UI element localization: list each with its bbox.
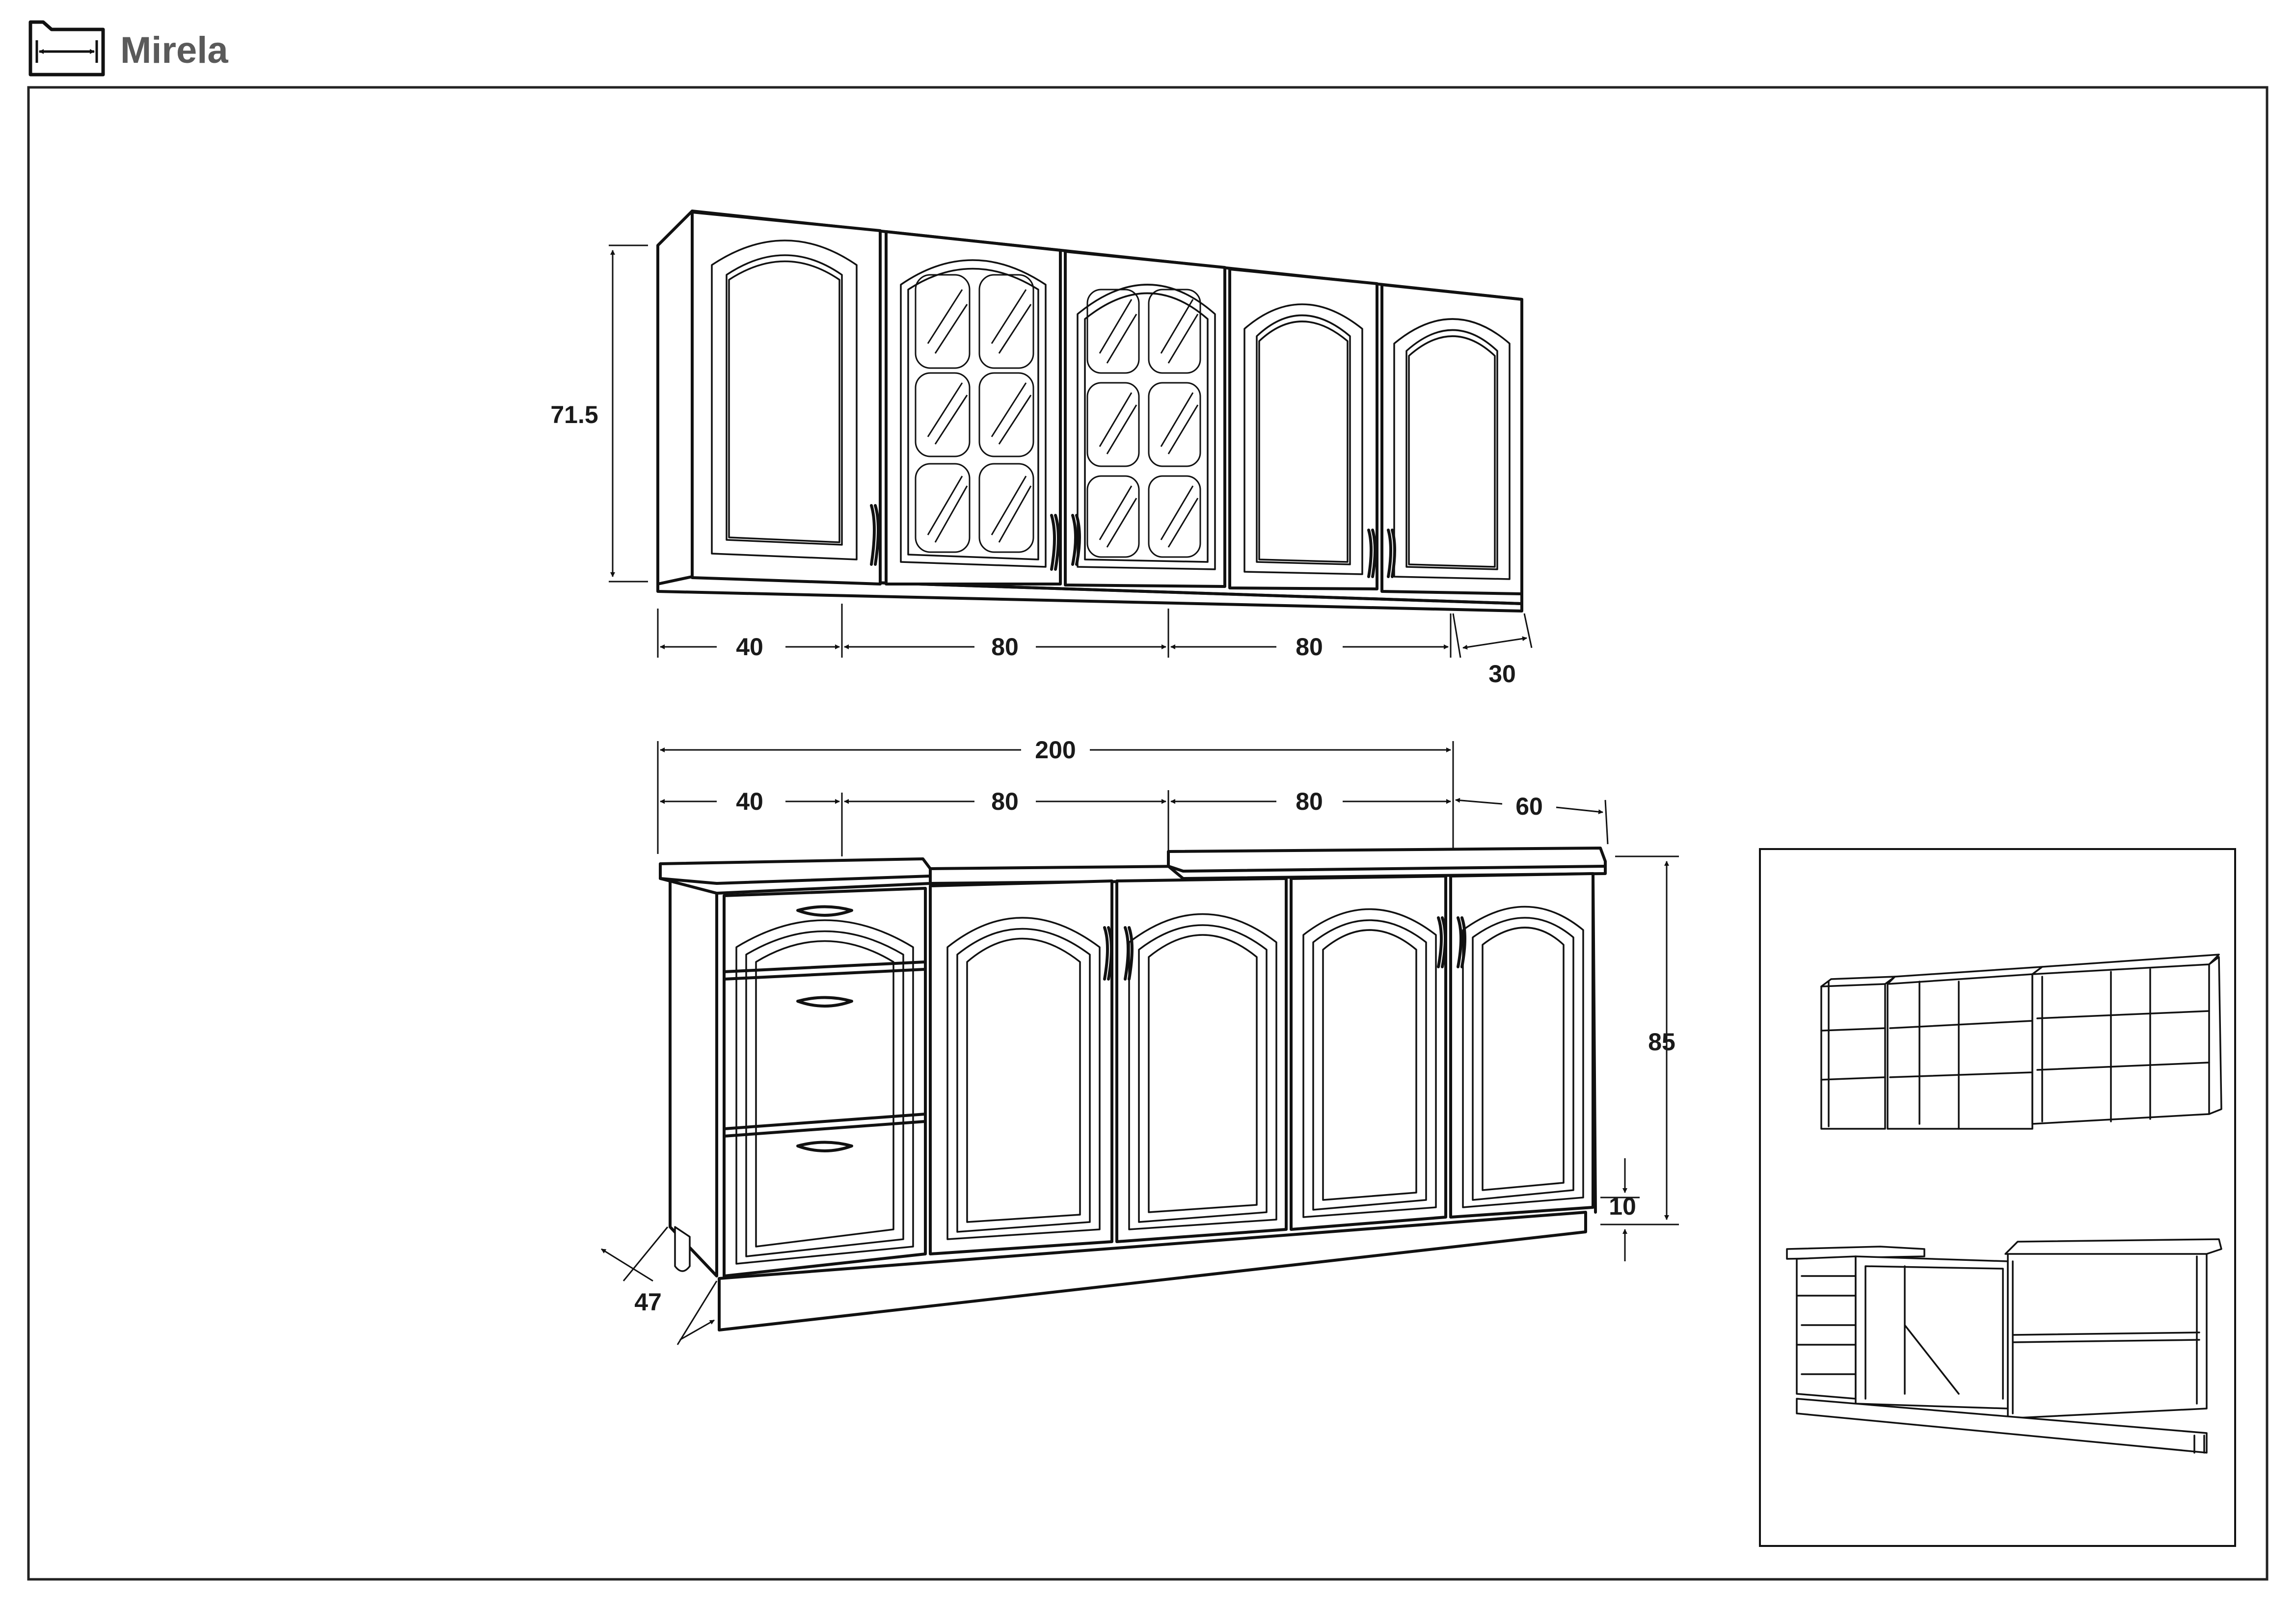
lower-door-3 (1290, 875, 1447, 1231)
drawer-handle-icon (796, 905, 853, 917)
upper-door-4 (1228, 267, 1378, 590)
lower-width-2-label: 80 (991, 788, 1019, 815)
inset-open-view (1759, 848, 2236, 1547)
drawer-handle-icon (796, 1141, 853, 1152)
handle-icon (1103, 926, 1113, 981)
lower-width-1-label: 40 (736, 788, 763, 815)
lower-door-1 (929, 879, 1113, 1255)
upper-height-label: 71.5 (550, 401, 598, 428)
upper-door-1 (691, 211, 882, 585)
width-dimension-icon (28, 20, 105, 77)
upper-cabinets (656, 210, 1523, 612)
handle-icon (1457, 916, 1466, 968)
lower-total-width-label: 200 (1035, 736, 1076, 764)
lower-depth-left-label: 47 (634, 1288, 662, 1316)
handle-icon (1124, 926, 1134, 981)
upper-width-3-label: 80 (1296, 633, 1323, 661)
handle-icon (1071, 514, 1081, 566)
lower-cabinets (659, 847, 1607, 1331)
upper-width-2-label: 80 (991, 633, 1019, 661)
upper-glass-door-2 (885, 230, 1062, 585)
handle-icon (1367, 529, 1377, 578)
page-title: Mirela (120, 29, 228, 71)
lower-dimensions-top: 200 40 80 80 60 (657, 736, 1609, 856)
lower-dimensions-side: 85 10 47 (601, 855, 1679, 1345)
handle-icon (1050, 514, 1060, 571)
open-upper-units (1820, 954, 2222, 1130)
lower-door-2 (1115, 877, 1288, 1243)
lower-door-4 (1449, 872, 1594, 1219)
lower-height-label: 85 (1648, 1028, 1675, 1056)
drawing-frame (27, 86, 2269, 1581)
upper-dimensions: 71.5 40 80 80 30 (550, 244, 1533, 688)
handle-icon (870, 504, 880, 566)
upper-depth-label: 30 (1488, 660, 1516, 688)
upper-width-1-label: 40 (736, 633, 763, 661)
lower-depth-right-label: 60 (1515, 793, 1543, 820)
lower-width-3-label: 80 (1296, 788, 1323, 815)
upper-door-5 (1380, 283, 1523, 595)
drawer-cabinet (723, 887, 927, 1277)
plinth-height-label: 10 (1609, 1193, 1636, 1220)
handle-icon (1387, 529, 1396, 578)
handle-icon (1437, 916, 1447, 968)
open-lower-units (1786, 1238, 2222, 1454)
drawer-handle-icon (796, 996, 853, 1008)
